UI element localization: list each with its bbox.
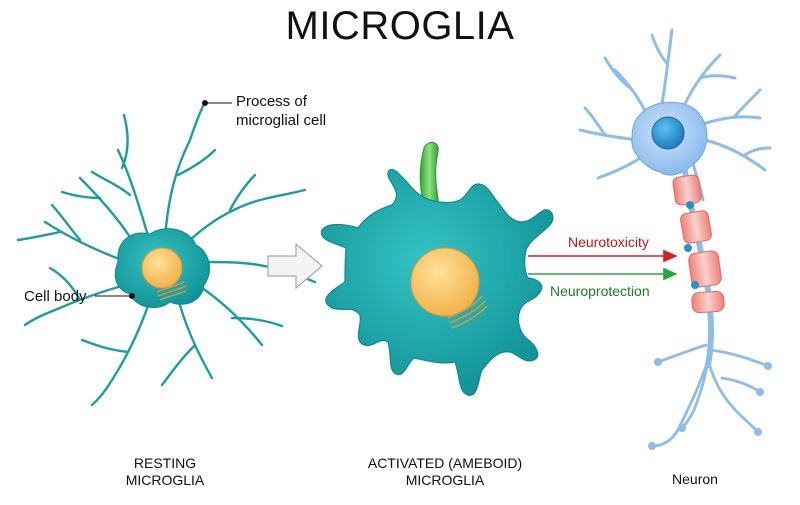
process-callout-line1: Process of [236, 93, 307, 110]
synaptic-terminals [648, 358, 772, 450]
myelin-sheath [672, 174, 702, 206]
resting-caption: RESTING MICROGLIA [100, 455, 230, 489]
activated-caption-line1: ACTIVATED (AMEBOID) [367, 455, 523, 471]
resting-caption-line1: RESTING [133, 455, 197, 471]
resting-caption-line2: MICROGLIA [125, 472, 205, 488]
myelin-sheath [680, 210, 712, 244]
resting-microglia [16, 100, 317, 407]
neuroprotection-label: Neuroprotection [550, 283, 650, 299]
activated-nucleus [410, 247, 480, 317]
phagocytosed-particle [419, 142, 439, 212]
myelin-sheath [688, 250, 722, 288]
schwann-nuclei [684, 201, 699, 289]
resting-nucleus [141, 247, 183, 289]
activated-microglia [320, 142, 554, 396]
myelin-sheath [691, 290, 725, 314]
page-title: MICROGLIA [285, 4, 515, 48]
cell-body-callout: Cell body [24, 288, 87, 305]
activated-caption: ACTIVATED (AMEBOID) MICROGLIA [355, 455, 535, 489]
neurotoxicity-label: Neurotoxicity [568, 234, 649, 250]
neuron [578, 28, 772, 450]
neuron-nucleus [651, 116, 685, 150]
microglial-processes [16, 100, 317, 407]
process-callout: Process of microglial cell [236, 92, 326, 130]
process-leader-dot [202, 100, 208, 106]
neuron-caption: Neuron [672, 471, 718, 487]
callout-leaders [95, 100, 232, 299]
cell-body-leader-dot [129, 293, 135, 299]
golgi-apparatus [156, 281, 187, 301]
transition-arrow [267, 242, 323, 290]
activated-caption-line2: MICROGLIA [405, 472, 485, 488]
process-callout-line2: microglial cell [236, 112, 327, 129]
activated-golgi [447, 295, 488, 329]
